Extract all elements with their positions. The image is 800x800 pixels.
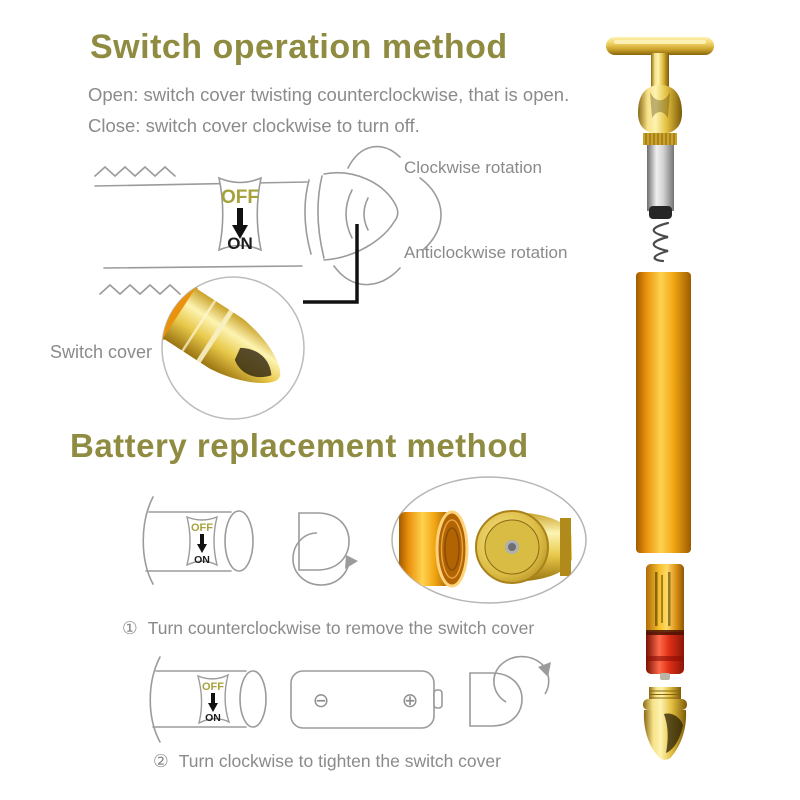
- switch-cover-photo: [161, 276, 305, 420]
- aa-battery: [646, 564, 684, 680]
- down-arrow-icon: [197, 534, 207, 553]
- battery-step-2: ② Turn clockwise to tighten the switch c…: [153, 751, 501, 772]
- battery-step1-cylinder: [142, 496, 254, 585]
- anticlockwise-arc: [333, 265, 401, 286]
- sticker-on-label: ON: [194, 554, 210, 566]
- vibration-motor-cylinder: [647, 145, 674, 219]
- zigzag-top: [94, 165, 176, 178]
- battery-outline-diagram: ⊖ ⊕: [290, 670, 443, 729]
- sticker-on-label: ON: [205, 712, 221, 724]
- exploded-view: [606, 37, 714, 760]
- down-arrow-icon: [232, 208, 248, 239]
- switch-section-title: Switch operation method: [90, 28, 508, 66]
- dome-connector: [638, 85, 682, 145]
- sticker-on-label: ON: [227, 234, 253, 253]
- switch-description-line1: Open: switch cover twisting counterclock…: [88, 84, 570, 105]
- switch-cover-label: Switch cover: [50, 342, 153, 362]
- switch-description-line2: Close: switch cover clockwise to turn of…: [88, 115, 420, 136]
- zigzag-bottom: [99, 283, 181, 296]
- switch-description: Open: switch cover twisting counterclock…: [88, 79, 569, 141]
- opened-cover-photo: [391, 476, 587, 604]
- down-arrow-icon: [208, 693, 218, 712]
- step-2-number: ②: [153, 751, 169, 771]
- switch-operation-diagram: [94, 145, 442, 296]
- switch-sticker-small-2: OFF ON: [196, 673, 231, 725]
- battery-plus-symbol: ⊕: [402, 690, 419, 712]
- battery-minus-symbol: ⊖: [313, 690, 330, 712]
- counterclockwise-rotation-icon: [292, 512, 358, 586]
- battery-step2-cylinder: [149, 656, 267, 743]
- callout-connector-line: [303, 224, 359, 304]
- clockwise-rotation-icon: [469, 655, 551, 727]
- step-1-number: ①: [122, 618, 138, 638]
- switch-sticker-small-1: OFF ON: [185, 515, 219, 567]
- switch-sticker-large: OFF ON: [217, 176, 263, 253]
- battery-step-1: ① Turn counterclockwise to remove the sw…: [122, 618, 534, 639]
- cover-outline: [323, 172, 399, 261]
- anticlockwise-rotation-label: Anticlockwise rotation: [404, 243, 568, 262]
- battery-section-title: Battery replacement method: [70, 427, 529, 464]
- clockwise-arc: [347, 145, 401, 169]
- sticker-off-label: OFF: [202, 681, 224, 693]
- sticker-off-label: OFF: [191, 522, 213, 534]
- t-bar-head: [606, 37, 714, 90]
- clockwise-rotation-label: Clockwise rotation: [404, 158, 542, 177]
- spring: [652, 221, 670, 263]
- step-1-text: Turn counterclockwise to remove the swit…: [147, 618, 535, 638]
- gold-barrel-body: [636, 272, 691, 553]
- device-body-lines: [94, 181, 308, 269]
- sticker-off-label: OFF: [221, 187, 259, 208]
- cover-ring-arcs: [304, 175, 325, 259]
- reflection-dark: [234, 347, 272, 378]
- outer-right-arc-top: [419, 177, 442, 251]
- cover-inner-arcs: [345, 189, 369, 239]
- step-2-text: Turn clockwise to tighten the switch cov…: [178, 751, 501, 771]
- switch-cover-cap: [643, 687, 687, 760]
